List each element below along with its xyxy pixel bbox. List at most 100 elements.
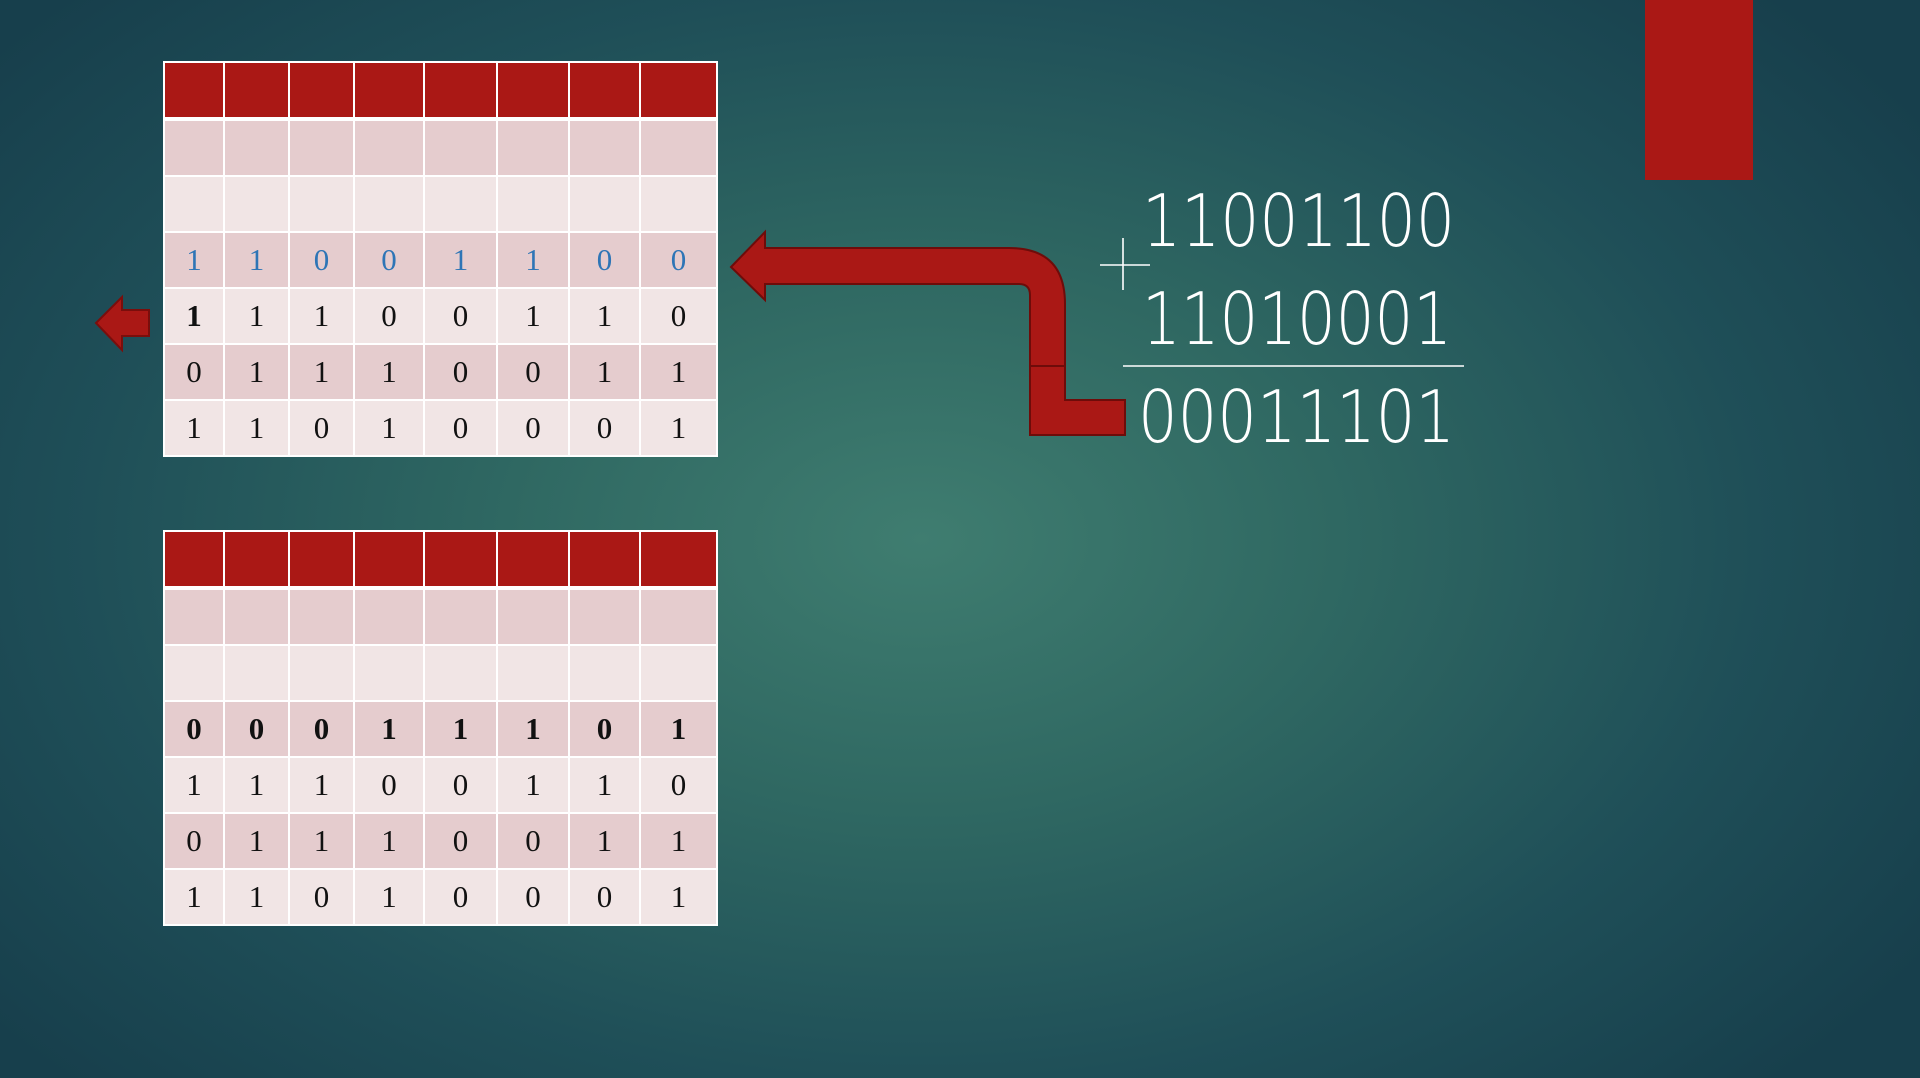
- table-cell: 0: [288, 700, 355, 758]
- table-cell: [353, 587, 425, 646]
- table-cell: [639, 530, 718, 590]
- table-cell: 1: [423, 231, 498, 289]
- table-cell: [496, 118, 570, 177]
- table-row: 0 0 0 1 1 1 0 1: [163, 700, 718, 758]
- table-cell: 0: [423, 868, 498, 926]
- table-cell: [568, 587, 641, 646]
- table-header-row: [163, 530, 718, 590]
- table-cell: [223, 587, 290, 646]
- table-cell: [223, 644, 290, 702]
- table-cell: 1: [568, 756, 641, 814]
- table-cell: [639, 175, 718, 233]
- table-cell: [496, 61, 570, 121]
- table-cell: 1: [223, 868, 290, 926]
- table-row: 1 1 0 1 0 0 0 1: [163, 868, 718, 926]
- table-cell: [423, 118, 498, 177]
- table-cell: 0: [353, 756, 425, 814]
- table-row: [163, 587, 718, 646]
- table-cell: [568, 118, 641, 177]
- table-row: [163, 644, 718, 702]
- table-cell: 1: [223, 399, 290, 457]
- table-cell: 1: [288, 756, 355, 814]
- table-cell: 0: [568, 399, 641, 457]
- table-cell: [353, 644, 425, 702]
- table-header-row: [163, 61, 718, 121]
- table-cell: [163, 175, 225, 233]
- table-cell: 1: [353, 868, 425, 926]
- table-cell: 1: [496, 231, 570, 289]
- table-cell: 1: [639, 399, 718, 457]
- table-cell: [223, 61, 290, 121]
- table-cell: [496, 530, 570, 590]
- table-cell: [353, 175, 425, 233]
- table-cell: 1: [288, 812, 355, 870]
- table-cell: 1: [639, 700, 718, 758]
- table-row: 0 1 1 1 0 0 1 1: [163, 812, 718, 870]
- table-cell: [288, 587, 355, 646]
- table-cell: 1: [163, 287, 225, 345]
- table-cell: [423, 587, 498, 646]
- table-cell: 0: [288, 399, 355, 457]
- table-cell: 1: [353, 700, 425, 758]
- table-cell: 1: [223, 756, 290, 814]
- table-cell: 1: [163, 756, 225, 814]
- table-row: [163, 175, 718, 233]
- table-cell: [163, 118, 225, 177]
- table-cell: [496, 587, 570, 646]
- table-cell: 0: [568, 231, 641, 289]
- table-cell: 1: [353, 399, 425, 457]
- table-cell: [353, 118, 425, 177]
- table-cell: 1: [163, 231, 225, 289]
- table-cell: [288, 530, 355, 590]
- table-cell: 0: [163, 700, 225, 758]
- table-cell: [568, 644, 641, 702]
- top-bit-table: 1 1 0 0 1 1 0 0 1 1 1 0 0 1 1 0 0 1 1 1 …: [163, 61, 718, 457]
- table-cell: 1: [163, 868, 225, 926]
- table-cell: 1: [496, 287, 570, 345]
- table-cell: 1: [223, 231, 290, 289]
- table-cell: [423, 175, 498, 233]
- table-cell: 1: [223, 343, 290, 401]
- table-cell: 0: [288, 231, 355, 289]
- table-cell: 0: [353, 231, 425, 289]
- table-cell: 1: [568, 343, 641, 401]
- table-cell: 1: [423, 700, 498, 758]
- table-cell: [288, 644, 355, 702]
- bottom-bit-table: 0 0 0 1 1 1 0 1 1 1 1 0 0 1 1 0 0 1 1 1 …: [163, 530, 718, 926]
- table-cell: 1: [568, 287, 641, 345]
- table-row: [163, 118, 718, 177]
- addend-bottom: 11010001: [1142, 277, 1452, 361]
- table-cell: [223, 175, 290, 233]
- table-cell: 0: [288, 868, 355, 926]
- table-cell: [496, 175, 570, 233]
- table-cell: 0: [423, 343, 498, 401]
- table-cell: [288, 175, 355, 233]
- table-cell: 0: [496, 399, 570, 457]
- table-cell: 1: [496, 756, 570, 814]
- table-cell: 1: [496, 700, 570, 758]
- table-cell: 0: [423, 287, 498, 345]
- table-cell: 0: [639, 756, 718, 814]
- table-cell: [163, 644, 225, 702]
- sum-result: 00011101: [1138, 375, 1455, 459]
- table-cell: 0: [639, 287, 718, 345]
- table-cell: [353, 530, 425, 590]
- table-cell: 1: [639, 343, 718, 401]
- table-cell: [568, 61, 641, 121]
- table-cell: 0: [496, 812, 570, 870]
- table-cell: [496, 644, 570, 702]
- table-cell: [568, 530, 641, 590]
- table-cell: [223, 530, 290, 590]
- table-cell: [288, 118, 355, 177]
- table-cell: 0: [163, 343, 225, 401]
- table-cell: 0: [496, 868, 570, 926]
- table-cell: 1: [288, 343, 355, 401]
- table-cell: 1: [639, 812, 718, 870]
- table-cell: [423, 61, 498, 121]
- table-cell: 1: [353, 812, 425, 870]
- table-cell: 0: [496, 343, 570, 401]
- table-row: 1 1 0 0 1 1 0 0: [163, 231, 718, 289]
- table-cell: 0: [423, 812, 498, 870]
- corner-accent-tab: [1645, 0, 1753, 180]
